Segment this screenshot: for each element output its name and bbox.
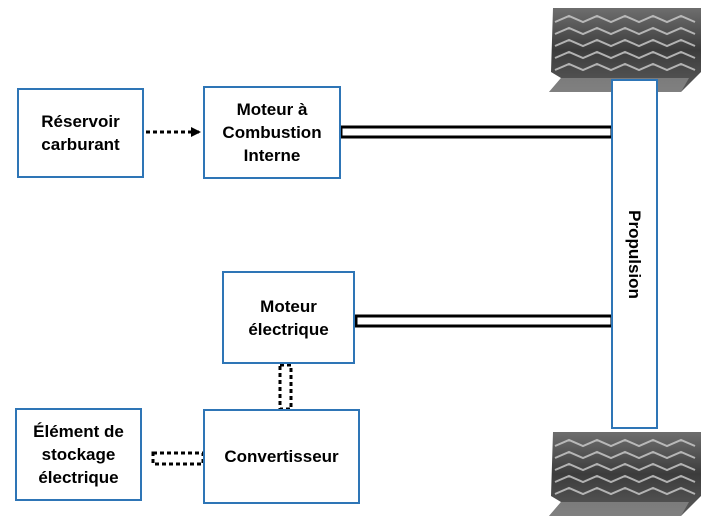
converter-box: Convertisseur [203, 409, 360, 504]
ice-shaft [339, 125, 614, 139]
tire-top-image [549, 8, 701, 92]
ice-engine-box: Moteur à Combustion Interne [203, 86, 341, 179]
fuel-tank-box: Réservoir carburant [17, 88, 144, 178]
electric-motor-box: Moteur électrique [222, 271, 355, 364]
propulsion-box: Propulsion [611, 79, 658, 429]
converter-label: Convertisseur [224, 447, 339, 466]
storage-label: Élément de stockage électrique [33, 422, 124, 487]
propulsion-label: Propulsion [625, 209, 644, 299]
storage-box: Élément de stockage électrique [15, 408, 142, 501]
fuel-tank-label: Réservoir carburant [41, 112, 120, 154]
ice-engine-label: Moteur à Combustion Interne [222, 100, 322, 165]
electric-motor-shaft [354, 314, 614, 328]
tire-bottom-image [549, 432, 701, 516]
storage-converter-link [151, 451, 205, 466]
electric-motor-label: Moteur électrique [248, 296, 329, 339]
converter-motor-link [278, 363, 293, 411]
